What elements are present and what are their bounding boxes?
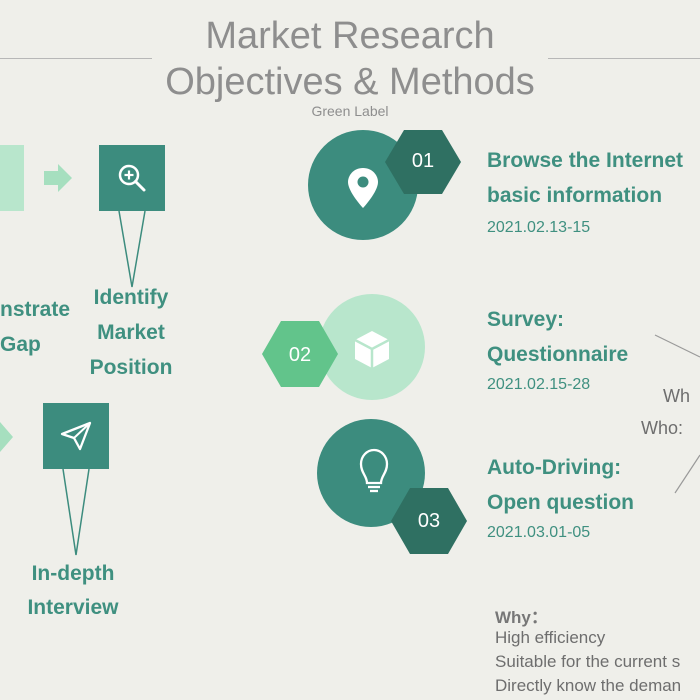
identify-label-line1: Identify xyxy=(93,286,169,309)
step-02-title-line2: Questionnaire xyxy=(487,343,629,366)
title-rule-left xyxy=(0,58,152,59)
lightbulb-icon xyxy=(359,448,389,493)
who-label-1: Wh xyxy=(663,386,690,406)
step-02-number: 02 xyxy=(288,344,312,366)
paper-plane-icon xyxy=(60,421,92,451)
identify-label-line3: Position xyxy=(89,356,173,379)
step-01-title-line2: basic information xyxy=(487,184,663,207)
step-01-graphic xyxy=(308,130,461,240)
arrow-right-icon xyxy=(44,164,72,192)
step-02-graphic xyxy=(262,294,425,400)
identify-pointer xyxy=(118,210,146,288)
step-01-number: 01 xyxy=(411,150,435,172)
title-rule-right xyxy=(548,58,700,59)
why-heading: Why： xyxy=(495,608,548,627)
identify-label-line2: Market xyxy=(97,321,165,344)
demonstrate-label-line2: Gap xyxy=(0,333,41,356)
step-03-title-line1: Auto-Driving: xyxy=(487,456,622,479)
why-item-3: Directly know the deman xyxy=(495,676,682,695)
demonstrate-label-line1: nstrate xyxy=(0,298,71,321)
step-03-graphic xyxy=(317,419,467,554)
location-pin-icon xyxy=(348,168,378,208)
interview-pointer xyxy=(62,468,90,556)
step-01-hexagon xyxy=(385,130,461,194)
why-item-2: Suitable for the current s xyxy=(495,652,681,671)
step-03-hexagon xyxy=(391,488,467,554)
page-subtitle: Green Label xyxy=(311,103,389,119)
partial-arrow-icon xyxy=(0,422,13,452)
step-02-hexagon xyxy=(262,321,338,387)
step-01-title-line1: Browse the Internet xyxy=(487,149,684,172)
interview-label-line1: In-depth xyxy=(31,562,115,585)
connector-lines xyxy=(654,334,700,494)
who-label-2: Who: xyxy=(641,418,684,438)
cube-icon xyxy=(354,331,390,368)
interview-label-line2: Interview xyxy=(27,596,119,619)
step-03-date: 2021.03.01-05 xyxy=(487,524,591,541)
partial-node-light xyxy=(0,145,24,211)
step-03-number: 03 xyxy=(417,510,441,532)
why-item-1: High efficiency xyxy=(495,628,606,647)
interview-node xyxy=(43,403,109,469)
page-title-line1: Market Research xyxy=(205,15,495,57)
zoom-in-icon xyxy=(118,164,146,192)
step-03-circle xyxy=(317,419,425,527)
step-03-title-line2: Open question xyxy=(487,491,634,514)
step-01-date: 2021.02.13-15 xyxy=(487,219,591,236)
step-02-title-line1: Survey: xyxy=(487,308,565,331)
page-title-line2: Objectives & Methods xyxy=(165,61,535,103)
step-02-date: 2021.02.15-28 xyxy=(487,376,591,393)
identify-node xyxy=(99,145,165,211)
